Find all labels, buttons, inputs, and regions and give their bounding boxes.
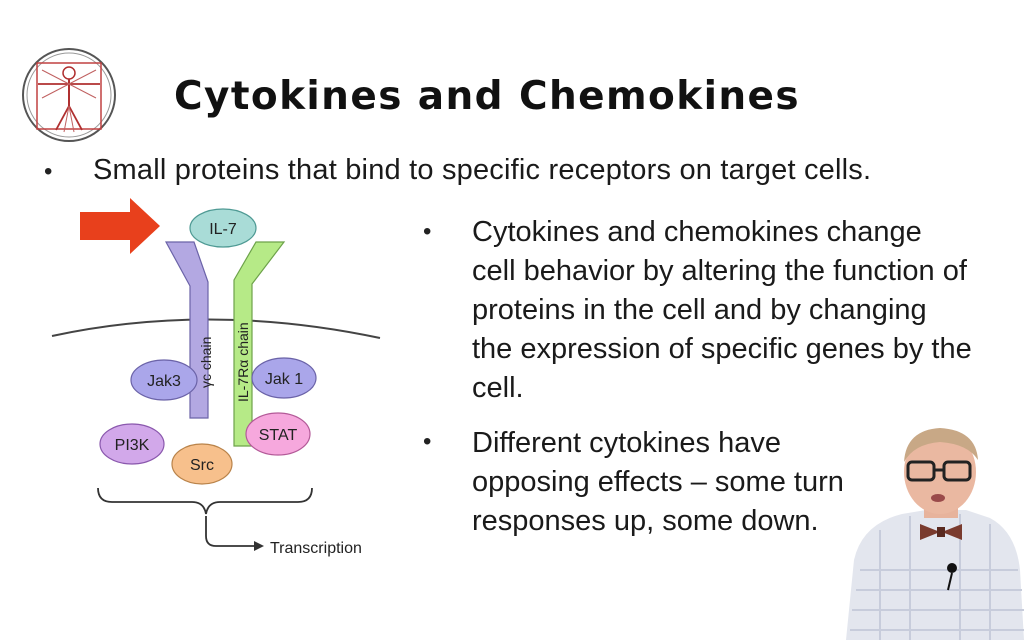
transcription-label: Transcription [270, 540, 362, 557]
presenter-video [846, 428, 1024, 640]
il7r-alpha-chain-label: IL-7Rα chain [235, 322, 251, 402]
jak3-node [130, 359, 198, 401]
bullet-marker: • [44, 158, 53, 185]
pi3k-node [99, 423, 165, 465]
jak1-label: Jak 1 [265, 371, 303, 388]
bullet-marker: • [423, 428, 432, 455]
bullet-text-definition: Small proteins that bind to specific rec… [93, 154, 872, 186]
jak3-label: Jak3 [147, 373, 181, 390]
pointer-arrow-icon [80, 198, 160, 254]
gamma-c-chain [164, 241, 209, 419]
cell-membrane [51, 318, 381, 339]
bullet-marker: • [423, 218, 432, 245]
jak1-node [251, 357, 317, 399]
src-node [171, 443, 233, 485]
stat-node [245, 412, 311, 456]
il7-ligand [189, 208, 257, 248]
bullet-text-behavior: Cytokines and chemokines change cell beh… [472, 216, 972, 404]
src-label: Src [190, 457, 214, 474]
vitruvian-logo [22, 48, 116, 142]
slide-title: Cytokines and Chemokines [174, 74, 800, 119]
il7-label: IL-7 [209, 221, 237, 238]
transcription-arrow [205, 516, 254, 547]
gamma-c-chain-label: γc chain [198, 337, 214, 388]
stat-label: STAT [259, 427, 298, 444]
bullet-text-opposing: Different cytokines have opposing effect… [472, 427, 844, 537]
il7-receptor-diagram: IL-7 γc chain IL-7Rα chain Jak3 Jak 1 ST… [51, 198, 381, 557]
pi3k-label: PI3K [115, 437, 150, 454]
grouping-brace [97, 487, 313, 515]
